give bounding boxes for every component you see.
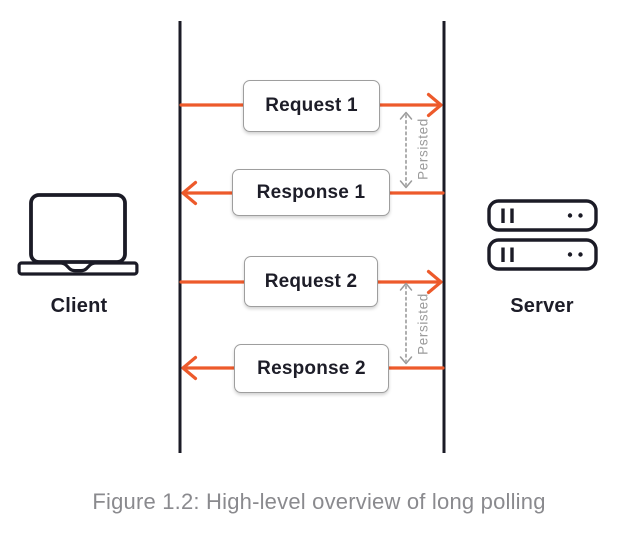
- server-label: Server: [510, 295, 574, 317]
- message-box-response-2: Response 2: [234, 344, 389, 393]
- message-box-response-1: Response 1: [232, 169, 390, 216]
- message-box-request-1: Request 1: [243, 80, 380, 132]
- server-unit-1: [487, 199, 598, 232]
- persisted-annotation-1: Persisted: [415, 118, 431, 180]
- client-label: Client: [50, 295, 108, 317]
- persisted-annotation-2: Persisted: [415, 293, 431, 355]
- persisted-dashed-arrow-1: [399, 111, 413, 189]
- message-box-request-2: Request 2: [244, 256, 378, 307]
- laptop-icon: [17, 193, 139, 276]
- server-stack-icon: [487, 199, 598, 271]
- server-unit-2: [487, 238, 598, 271]
- persisted-dashed-arrow-2: [399, 282, 413, 365]
- figure-caption: Figure 1.2: High-level overview of long …: [92, 489, 546, 514]
